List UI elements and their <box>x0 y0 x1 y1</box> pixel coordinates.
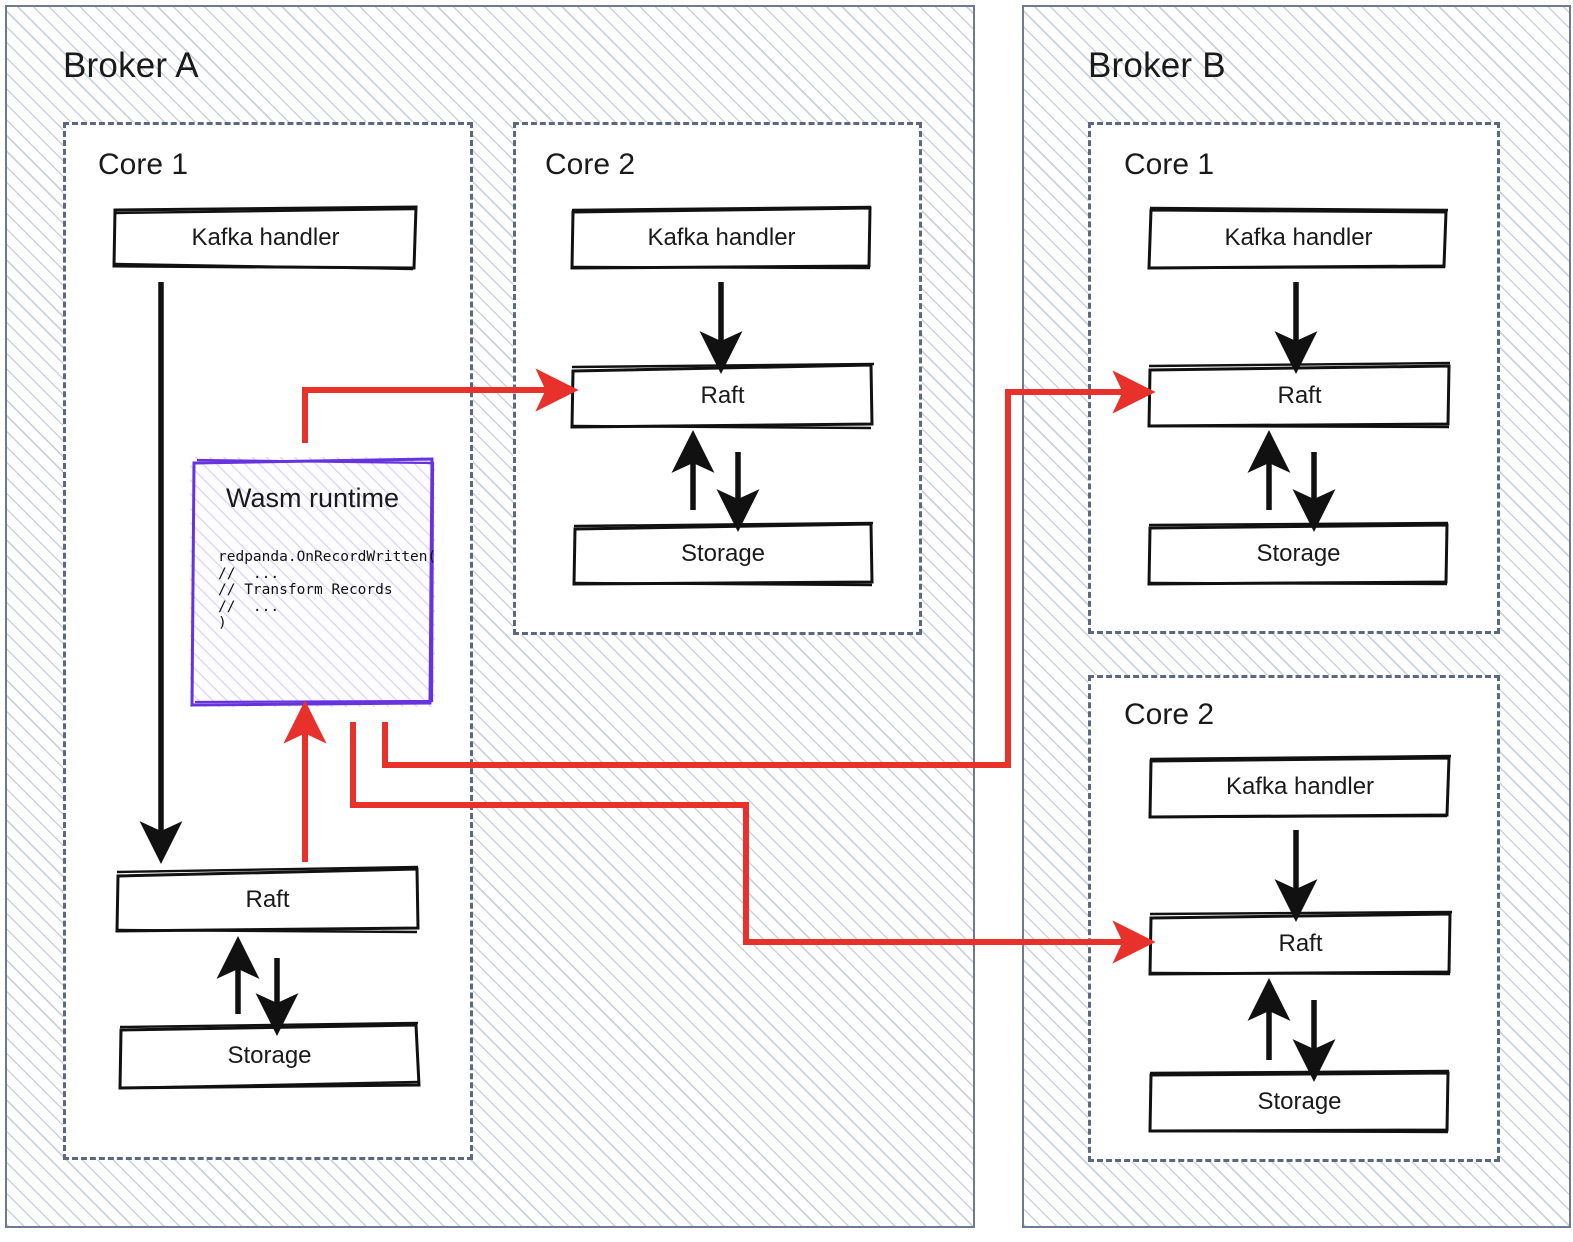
broker-b-core-1-raft[interactable]: Raft <box>1147 361 1452 430</box>
node-label: Raft <box>700 382 745 409</box>
wasm-runtime-title: Wasm runtime <box>225 483 400 513</box>
node-label: Storage <box>1257 1088 1342 1115</box>
sketch-rect <box>1148 754 1452 819</box>
broker-a-core-1-wasm-runtime[interactable]: Wasm runtime redpanda.OnRecordWritten( /… <box>190 457 437 707</box>
broker-b-core-1-title: Core 1 <box>1124 148 1215 181</box>
broker-a-core-1-kafka-handler[interactable]: Kafka handler <box>112 205 418 271</box>
node-label: Raft <box>1277 382 1322 409</box>
sketch-rect <box>570 205 872 270</box>
broker-a-core-2-storage[interactable]: Storage <box>572 521 874 587</box>
broker-b-core-1-storage[interactable]: Storage <box>1147 521 1450 586</box>
node-label: Storage <box>680 540 766 567</box>
node-label: Storage <box>227 1042 312 1069</box>
broker-b-core-2-raft[interactable]: Raft <box>1148 910 1453 978</box>
broker-a-core-1-storage[interactable]: Storage <box>118 1021 421 1090</box>
sketch-rect <box>1148 1069 1450 1134</box>
node-label: Raft <box>245 886 290 913</box>
broker-a-core-2-title: Core 2 <box>545 148 636 181</box>
node-label: Kafka handler <box>1225 773 1375 800</box>
node-label: Kafka handler <box>647 224 796 251</box>
wasm-runtime-code: redpanda.OnRecordWritten( // ... // Tran… <box>218 549 437 631</box>
node-label: Raft <box>1278 930 1323 957</box>
node-label: Storage <box>1256 540 1341 567</box>
broker-b-core-1-kafka-handler[interactable]: Kafka handler <box>1147 206 1450 270</box>
broker-b-core-2-kafka-handler[interactable]: Kafka handler <box>1148 754 1452 819</box>
broker-b-core-2-title: Core 2 <box>1124 698 1215 731</box>
broker-b-title: Broker B <box>1088 46 1226 85</box>
sketch-rect <box>1147 206 1449 270</box>
node-label: Kafka handler <box>1224 224 1373 251</box>
broker-a-core-2-kafka-handler[interactable]: Kafka handler <box>570 205 873 270</box>
broker-a-core-2-raft[interactable]: Raft <box>570 362 875 430</box>
sketch-rect <box>112 205 418 271</box>
broker-a-core-1-raft[interactable]: Raft <box>115 865 420 934</box>
broker-b-core-2-storage[interactable]: Storage <box>1148 1069 1451 1134</box>
broker-a-core-1-title: Core 1 <box>98 148 189 181</box>
node-label: Kafka handler <box>191 224 340 251</box>
broker-a-title: Broker A <box>63 46 199 85</box>
